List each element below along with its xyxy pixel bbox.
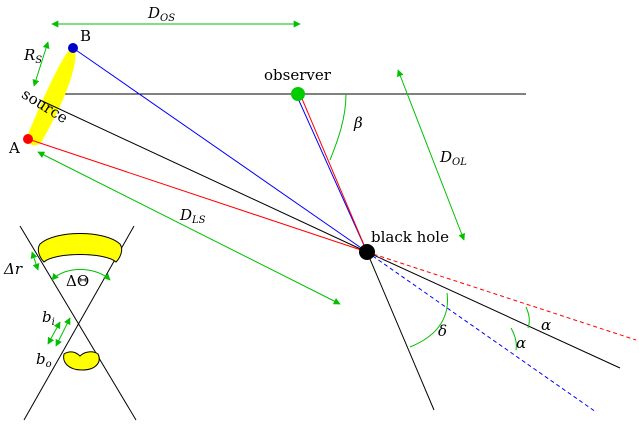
alpha-label-inner: α [516, 334, 526, 352]
delta-arc [409, 292, 449, 348]
d-ls-label: DLS [179, 206, 206, 226]
alpha-arc-outer [525, 306, 530, 329]
delta-theta-arc [51, 269, 111, 281]
point-a [23, 134, 33, 144]
black-hole-label: black hole [371, 228, 449, 246]
alpha-arc-inner [510, 327, 517, 351]
observer-label: observer [264, 66, 332, 84]
beta-arc [329, 93, 347, 161]
d-ol-label: DOL [439, 148, 467, 168]
a-point-label: A [8, 139, 20, 157]
b-o-label: bo [36, 350, 52, 370]
source-to-lens-line [39, 99, 368, 253]
b-o-arrow [55, 317, 71, 347]
r-s-arrow [32, 41, 50, 87]
image-inset [19, 225, 137, 421]
d-ol-arrow [397, 69, 465, 241]
lens-axis-line [366, 251, 435, 411]
undeflected-line [366, 251, 621, 369]
d-ls-arrow [37, 151, 341, 305]
point-b [68, 43, 78, 53]
black-hole-dot [359, 244, 375, 260]
b-point-label: B [80, 27, 91, 45]
source-body [27, 46, 76, 146]
beta-label: β [353, 114, 363, 132]
delta-label: δ [438, 322, 447, 340]
alpha-label-outer: α [541, 316, 551, 334]
delta-r-label: Δr [3, 260, 23, 278]
inset-line-1 [19, 225, 137, 421]
inner-image-arc [63, 351, 100, 371]
delta-r-arrow [30, 251, 40, 271]
d-os-label: DOS [147, 4, 175, 24]
observer-dot [291, 87, 305, 101]
ray-a-extension [366, 251, 637, 341]
delta-theta-label: ΔΘ [66, 272, 89, 290]
outer-image-arc [37, 233, 123, 263]
b-i-label: bi [42, 308, 55, 328]
ray-b-extension [366, 251, 597, 413]
r-s-label: RS [23, 46, 42, 66]
